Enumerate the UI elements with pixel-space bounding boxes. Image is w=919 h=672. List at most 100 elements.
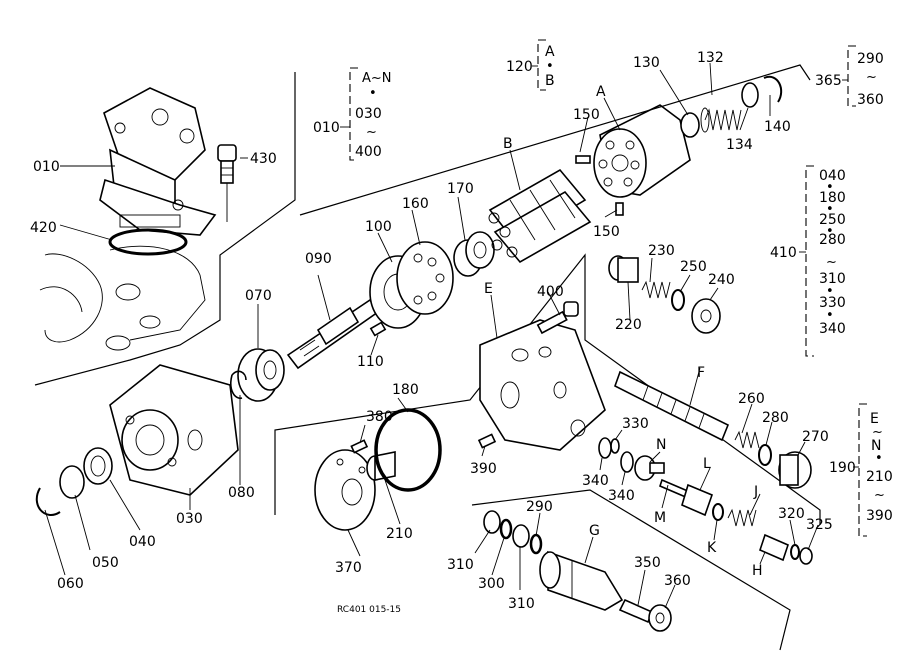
part-170-sleeve xyxy=(453,231,495,277)
part-A-cylinder-block xyxy=(593,104,691,198)
figure-code: RC401 015-15 xyxy=(337,605,401,615)
part-050-washer xyxy=(59,465,85,499)
part-090-shaft xyxy=(286,298,380,370)
group-010-bracket: 010 A~N • 030 ~ 400 xyxy=(313,67,392,161)
part-370-plate xyxy=(314,449,376,531)
part-010-motor-head xyxy=(99,87,217,236)
part-040-seal xyxy=(83,447,113,485)
label-070: 070 xyxy=(245,288,272,304)
part-180-o-ring xyxy=(374,408,442,492)
label-210: 210 xyxy=(386,526,413,542)
group-410-item: • xyxy=(826,308,834,323)
group-410-ref: 410 xyxy=(770,245,797,261)
label-110: 110 xyxy=(357,354,384,370)
part-220-plug xyxy=(608,255,639,283)
label-220: 220 xyxy=(615,317,642,333)
label-050: 050 xyxy=(92,555,119,571)
label-310-a: 310 xyxy=(447,557,474,573)
group-365-ref: 365 xyxy=(815,73,842,89)
group-120-ref: 120 xyxy=(506,59,533,75)
group-190-item: ~ xyxy=(872,425,883,440)
part-360-nut xyxy=(648,604,672,632)
label-134: 134 xyxy=(726,137,753,153)
label-L: L xyxy=(703,456,711,472)
group-410-bracket: 410 040 • 180 • 250 • 280 ~ 310 • 330 • … xyxy=(770,165,846,357)
part-G-cartridge xyxy=(539,550,624,611)
part-100-cylinder-plate xyxy=(369,241,454,329)
part-400-bolt xyxy=(536,301,579,335)
part-390-pin xyxy=(477,433,497,449)
group-410-item: 330 xyxy=(819,295,846,311)
group-410-item: 310 xyxy=(819,271,846,287)
label-400: 400 xyxy=(537,284,564,300)
part-132-spring xyxy=(700,107,742,133)
group-120-bracket: 120 A • B xyxy=(506,39,555,91)
group-010-dot: • xyxy=(369,86,377,101)
label-030: 030 xyxy=(176,511,203,527)
part-B-piston-bundle xyxy=(488,168,592,264)
group-410-item: • xyxy=(826,202,834,217)
label-J: J xyxy=(753,484,758,500)
part-380-pin xyxy=(350,439,369,454)
group-010-bot: 400 xyxy=(355,144,382,160)
label-M: M xyxy=(654,510,666,526)
group-190-bracket: 190 E ~ N • 210 ~ 390 xyxy=(829,403,893,537)
part-270-plug xyxy=(778,451,812,489)
part-L-body xyxy=(681,483,714,517)
part-H-plug xyxy=(759,533,789,562)
label-380: 380 xyxy=(366,409,393,425)
group-410-item: • xyxy=(826,224,834,239)
label-300: 300 xyxy=(478,576,505,592)
part-N-poppet xyxy=(634,455,665,481)
label-340-b: 340 xyxy=(608,488,635,504)
label-240: 240 xyxy=(708,272,735,288)
group-410-item: • xyxy=(826,284,834,299)
label-420: 420 xyxy=(30,220,57,236)
group-410-item: 180 xyxy=(819,190,846,206)
label-010: 010 xyxy=(33,159,60,175)
part-250-o-ring xyxy=(671,289,685,311)
label-130: 130 xyxy=(633,55,660,71)
part-420-o-ring xyxy=(108,228,188,256)
group-190-item: N xyxy=(871,438,881,454)
group-010-ref: 010 xyxy=(313,120,340,136)
part-280-o-ring xyxy=(758,444,772,466)
label-N: N xyxy=(656,437,666,453)
label-100: 100 xyxy=(365,219,392,235)
label-370: 370 xyxy=(335,560,362,576)
label-090: 090 xyxy=(305,251,332,267)
group-410-item: ~ xyxy=(826,255,837,270)
group-410-item: • xyxy=(826,180,834,195)
group-190-item: • xyxy=(875,451,883,466)
label-340-a: 340 xyxy=(582,473,609,489)
label-330: 330 xyxy=(622,416,649,432)
part-150-pin-lower xyxy=(615,202,624,216)
part-300-o-ring xyxy=(499,518,513,540)
leader-lines xyxy=(44,62,819,609)
label-310-b: 310 xyxy=(508,596,535,612)
label-290: 290 xyxy=(526,499,553,515)
part-340-washer-b xyxy=(620,451,634,473)
part-150-pin-upper xyxy=(575,155,591,164)
group-010-mid: 030 xyxy=(355,106,382,122)
part-J-spring xyxy=(727,508,757,527)
upper-housing-section xyxy=(34,72,296,386)
label-430: 430 xyxy=(250,151,277,167)
group-190-ref: 190 xyxy=(829,460,856,476)
label-G: G xyxy=(589,523,600,539)
group-190-item: ~ xyxy=(874,488,885,503)
part-070-bearing xyxy=(237,348,285,402)
group-365-top: 290 xyxy=(857,51,884,67)
part-320-washer xyxy=(790,544,800,560)
group-365-bot: 360 xyxy=(857,92,884,108)
part-310-washer-b xyxy=(512,524,530,548)
part-430-bolt xyxy=(217,144,237,222)
part-134-spring-seat xyxy=(741,82,759,108)
group-190-item: 390 xyxy=(866,508,893,524)
group-010-tilde: ~ xyxy=(366,125,377,140)
label-060: 060 xyxy=(57,576,84,592)
part-260-spring xyxy=(734,430,760,449)
label-230: 230 xyxy=(648,243,675,259)
part-330-o-ring xyxy=(610,438,620,454)
